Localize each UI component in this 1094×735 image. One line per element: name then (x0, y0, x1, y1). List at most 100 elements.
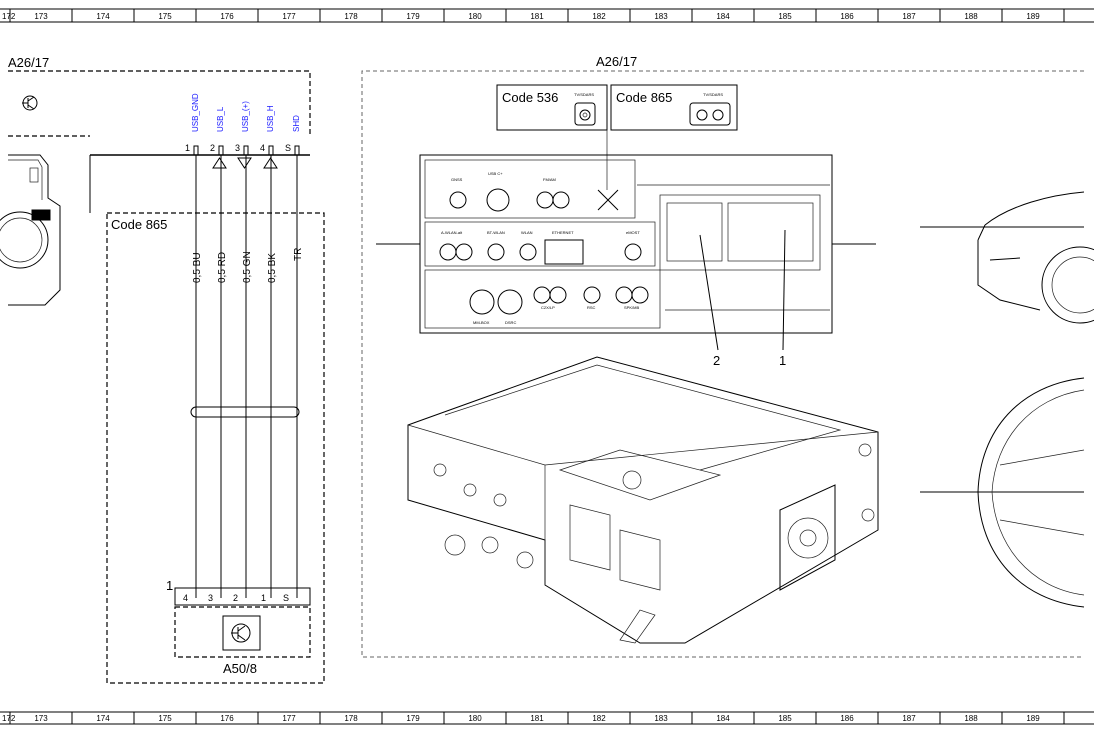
grid-column-label: 187 (902, 714, 916, 723)
grid-column-label: 180 (468, 714, 482, 723)
grid-column-label: 181 (530, 714, 544, 723)
grid-column-label: 184 (716, 12, 730, 21)
shielding-marker (190, 406, 300, 418)
grid-column-label: 188 (964, 714, 978, 723)
connector-label-spkmb: SPK/MB (624, 305, 639, 310)
code-536-box (496, 84, 608, 131)
connector-label-gnss: GNSS (451, 177, 463, 182)
front-connectors-row1 (449, 188, 570, 212)
usb-connector-drawing (0, 154, 61, 306)
tvsdars-dual-connector-icon (689, 102, 731, 126)
grid-column-label: 189 (1026, 714, 1040, 723)
pin-labels: USB_GND USB_L USB_(+) USB_H SHD (191, 93, 301, 132)
grid-column-label: 188 (964, 12, 978, 21)
tvsdars-865-label: TV/SDARS (703, 92, 723, 97)
grid-column-label: 183 (654, 12, 668, 21)
connector-label-awlan: A-WLAN-alt (441, 230, 463, 235)
grid-column-label: 186 (840, 714, 854, 723)
code-865-label: Code 865 (111, 217, 167, 232)
wires (195, 155, 298, 598)
callout-2: 2 (713, 353, 720, 368)
grid-column-label: 176 (220, 714, 234, 723)
grid-column-label: 185 (778, 714, 792, 723)
grid-column-label: 180 (468, 12, 482, 21)
code-536-label: Code 536 (502, 90, 558, 105)
module-front-view (376, 154, 876, 334)
transistor-symbol-icon (22, 95, 38, 111)
left-module-border (8, 70, 311, 137)
connector-label-c2x: C2X/LP (541, 305, 555, 310)
front-connectors-row2 (439, 239, 642, 265)
grid-column-label: 178 (344, 12, 358, 21)
grid-column-label: 182 (592, 12, 606, 21)
grid-ruler-top (0, 8, 1094, 23)
grid-column-label: 186 (840, 12, 854, 21)
grid-column-label: 179 (406, 12, 420, 21)
right-module-title: A26/17 (596, 54, 637, 69)
grid-column-label: 174 (96, 12, 110, 21)
vehicle-front-view-icon (920, 191, 1094, 324)
code-865-box (610, 84, 738, 131)
wire-label-bu: 0,5 BU (192, 252, 203, 283)
grid-column-label: 179 (406, 714, 420, 723)
a50-8-symbol-frame (222, 615, 261, 651)
pin-number-2: 2 (210, 143, 215, 153)
code-865-harness-box (106, 212, 325, 684)
bottom-connector-body (174, 587, 311, 606)
bottom-pin-4: 4 (183, 593, 188, 603)
wire-label-rd: 0,5 RD (217, 252, 228, 283)
connector-label-ethernet: ETHERNET (552, 230, 574, 235)
grid-ruler-bottom (0, 711, 1094, 725)
pin-number-4: 4 (260, 143, 265, 153)
grid-column-label: 175 (158, 714, 172, 723)
grid-column-label: 187 (902, 12, 916, 21)
pin-label-usb-gnd: USB_GND (191, 93, 200, 132)
grid-column-label: 181 (530, 12, 544, 21)
signal-direction-arrows (212, 157, 278, 169)
connector-label-wlan: WLAN (521, 230, 533, 235)
tvsdars-connector-icon (574, 102, 596, 126)
callout-line-2 (699, 234, 719, 351)
connector-label-rsc: RSC (587, 305, 596, 310)
pin-number-s: S (285, 143, 291, 153)
vehicle-top-view-icon (920, 377, 1085, 608)
grid-column-label: 175 (158, 12, 172, 21)
connector-label-fmam: FM/AM (543, 177, 556, 182)
pin-number-1: 1 (185, 143, 190, 153)
wire-label-bk: 0,5 BK (267, 253, 278, 283)
grid-column-label: 173 (34, 714, 48, 723)
pin-label-usb-plus: USB_(+) (241, 101, 250, 132)
transistor-symbol-icon (231, 623, 251, 643)
grid-column-label: 177 (282, 12, 296, 21)
pin-label-usb-h: USB_H (266, 105, 275, 132)
right-module-border (361, 70, 1084, 658)
tvsdars-536-label: TV/SDARS (574, 92, 594, 97)
connector-label-emost: eMOST (626, 230, 640, 235)
front-connectors-row3 (469, 286, 649, 315)
grid-column-label: 182 (592, 714, 606, 723)
grid-column-label: 184 (716, 714, 730, 723)
grid-column-label: 177 (282, 714, 296, 723)
grid-column-label: 176 (220, 12, 234, 21)
grid-column-label: 172 (2, 714, 16, 723)
callout-line-1 (782, 229, 786, 351)
grid-column-label: 174 (96, 714, 110, 723)
bottom-pin-3: 3 (208, 593, 213, 603)
callout-1: 1 (779, 353, 786, 368)
connector-label-dsrc: DSRC (505, 320, 516, 325)
connector-label-btwlan: BT-WLAN (487, 230, 505, 235)
grid-column-label: 172 (2, 12, 16, 21)
a50-8-label: A50/8 (223, 661, 257, 676)
pin-label-usb-l: USB_L (216, 106, 225, 132)
grid-column-label: 189 (1026, 12, 1040, 21)
connector-label-usbc: USB C+ (488, 171, 503, 176)
pin-number-3: 3 (235, 143, 240, 153)
grid-column-label: 185 (778, 12, 792, 21)
left-module-title: A26/17 (8, 55, 49, 70)
connector-label-mmbox: MM-BOX (473, 320, 490, 325)
grid-column-label: 183 (654, 714, 668, 723)
a50-8-module-box (174, 606, 311, 658)
bottom-pin-2: 2 (233, 593, 238, 603)
